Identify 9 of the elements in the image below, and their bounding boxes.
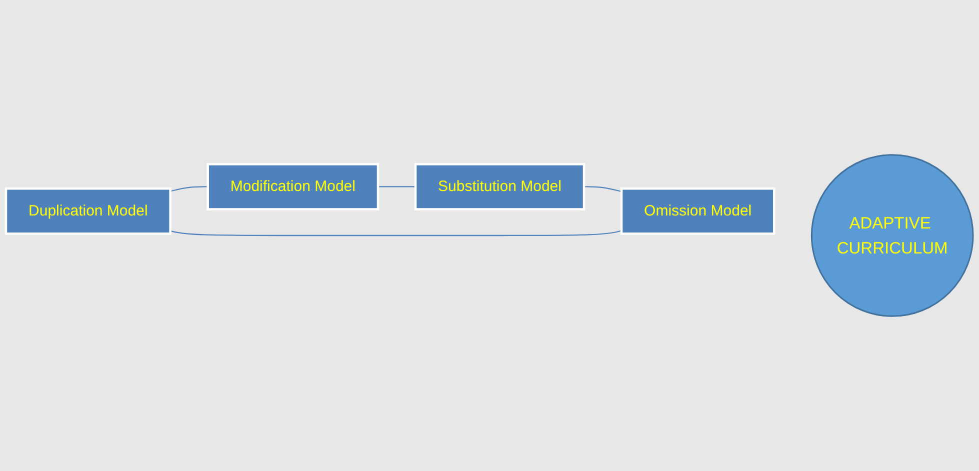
- node-box: Duplication Model: [4, 187, 172, 235]
- node-box: Omission Model: [620, 187, 776, 235]
- connector: [378, 186, 416, 188]
- node-box: Modification Model: [206, 163, 380, 210]
- node-box: Substitution Model: [414, 163, 586, 210]
- connector: [584, 186, 622, 192]
- connector: [170, 230, 622, 236]
- node-circle: ADAPTIVE CURRICULUM: [810, 154, 974, 317]
- connector: [170, 186, 208, 192]
